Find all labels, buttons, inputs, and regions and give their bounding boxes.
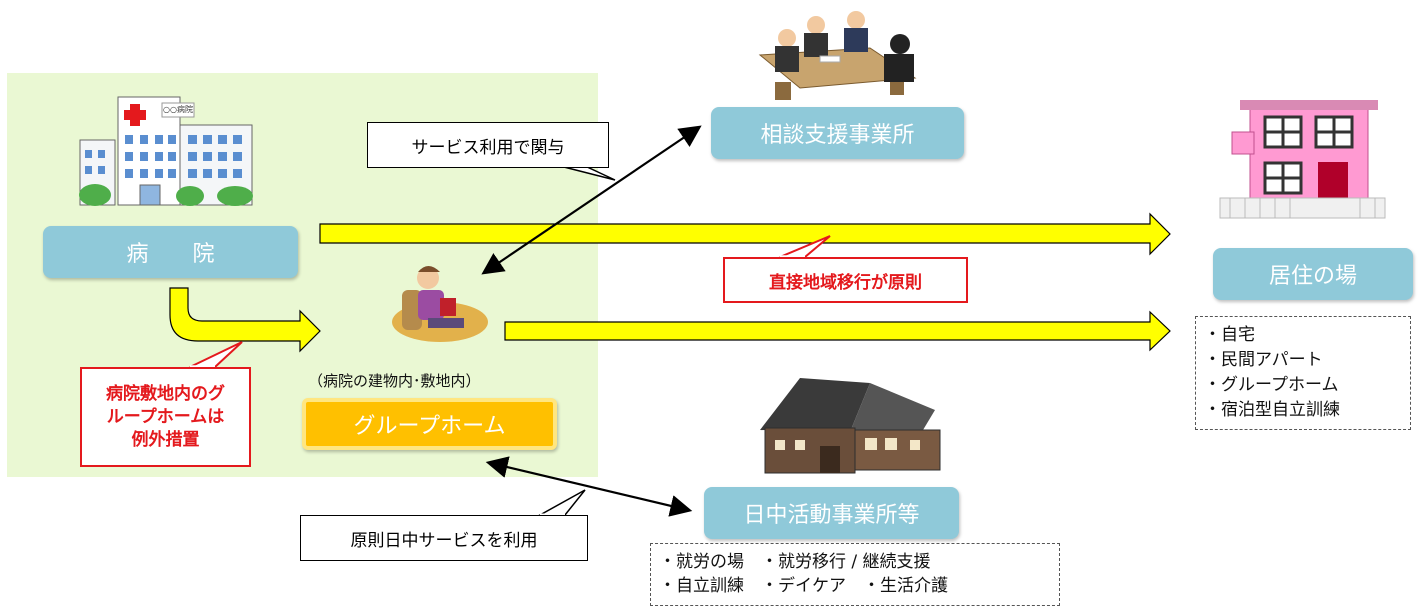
arrow-grouphome-to-residence (504, 310, 1171, 352)
meeting-illustration (758, 11, 917, 100)
hospital-building-illustration (79, 96, 253, 206)
consultation-label: 相談支援事業所 (760, 123, 915, 148)
day-activity-list: ・就労の場 ・就労移行 / 継続支援 ・自立訓練 ・デイケア ・生活介護 (650, 543, 1060, 606)
list-item: ・宿泊型自立訓練 (1204, 400, 1340, 420)
list-item: ・民間アパート (1204, 350, 1323, 370)
day-service-text: 原則日中サービスを利用 (350, 530, 538, 551)
grouphome-location-label: （病院の建物内･敷地内） (308, 372, 481, 390)
arrow-grouphome-dayactivity (485, 456, 693, 517)
service-use-callout: サービス利用で関与 (367, 122, 609, 168)
hospital-box: 病 院 (43, 226, 298, 278)
exception-line-2: ループホームは (106, 406, 225, 427)
grouphome-label: グループホーム (353, 414, 506, 439)
day-activity-box: 日中活動事業所等 (704, 487, 959, 539)
residence-box: 居住の場 (1213, 248, 1413, 300)
exception-line-3: 例外措置 (131, 429, 200, 450)
list-item: ・自宅 (1204, 325, 1255, 345)
arrow-hospital-to-residence (319, 212, 1171, 256)
exception-line-1: 病院敷地内のグ (106, 383, 225, 404)
house-illustration (1219, 100, 1386, 219)
exception-callout: 病院敷地内のグ ループホームは 例外措置 (80, 367, 251, 467)
list-item: ・就労の場 ・就労移行 / 継続支援 (659, 552, 931, 572)
hospital-label: 病 院 (126, 242, 215, 267)
service-use-text: サービス利用で関与 (411, 137, 565, 158)
list-item: ・グループホーム (1204, 375, 1339, 395)
day-activity-label: 日中活動事業所等 (743, 503, 920, 528)
direct-transition-text: 直接地域移行が原則 (769, 272, 922, 293)
resident-reading-illustration (392, 266, 488, 342)
residence-list: ・自宅 ・民間アパート ・グループホーム ・宿泊型自立訓練 (1195, 316, 1411, 430)
arrow-consultation-grouphome (481, 125, 702, 275)
direct-transition-callout: 直接地域移行が原則 (723, 257, 968, 303)
list-item: ・自立訓練 ・デイケア ・生活介護 (659, 576, 948, 596)
day-service-callout: 原則日中サービスを利用 (300, 515, 588, 561)
consultation-box: 相談支援事業所 (711, 107, 964, 159)
hospital-sign: ○○病院 (163, 105, 193, 114)
grouphome-box: グループホーム (302, 398, 557, 450)
day-activity-building-illustration (760, 378, 941, 474)
residence-label: 居住の場 (1268, 264, 1357, 289)
arrow-hospital-to-grouphome (169, 287, 321, 353)
